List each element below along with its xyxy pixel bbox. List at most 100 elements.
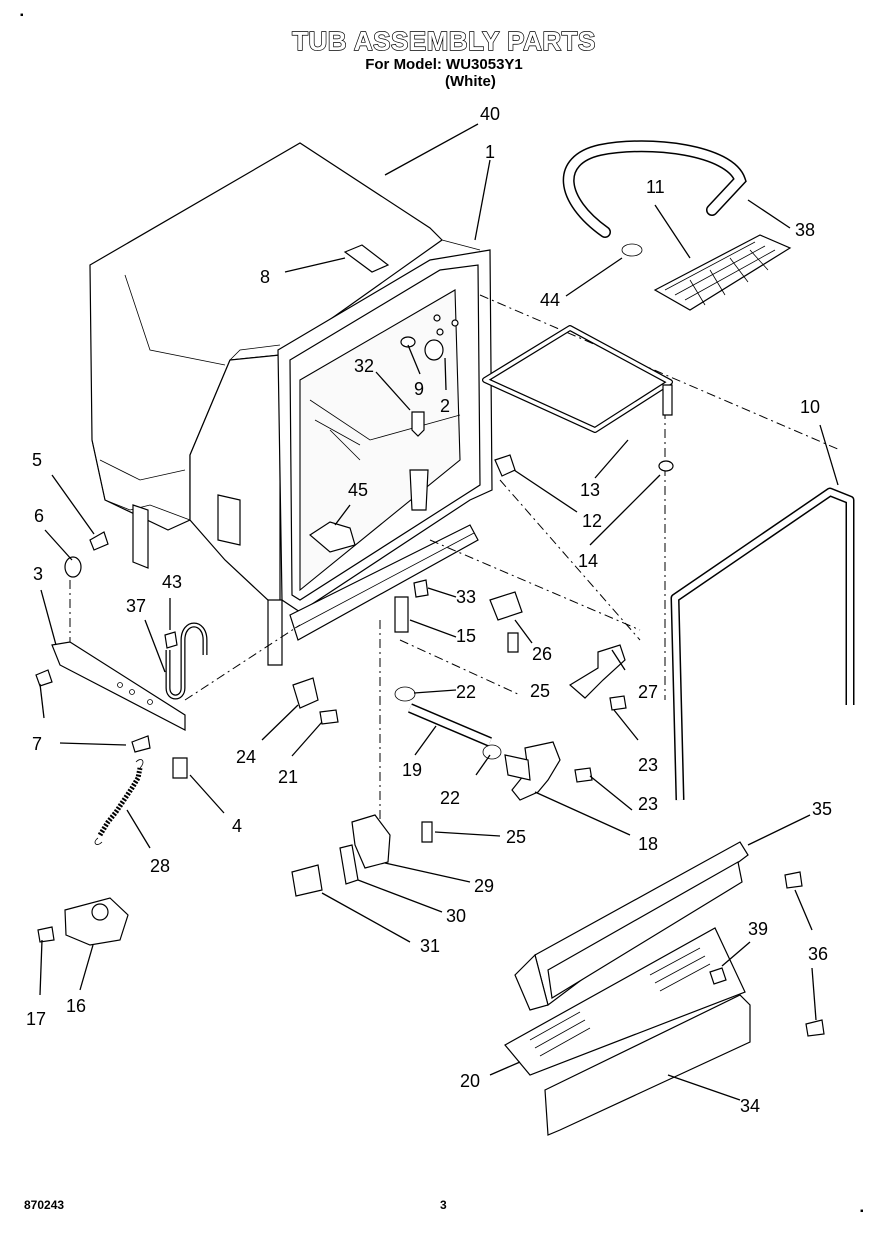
- part-4-leg: [172, 757, 188, 779]
- callout-9: 9: [414, 379, 424, 399]
- callout-4: 4: [232, 816, 242, 836]
- part-43-nut: [164, 631, 178, 649]
- page-title: TUB ASSEMBLY PARTS: [291, 25, 596, 56]
- callout-3: 3: [33, 564, 43, 584]
- part-11-filter: [653, 234, 792, 311]
- callout-17: 17: [26, 1009, 46, 1029]
- callout-14: 14: [578, 551, 598, 571]
- part-14-washer: [658, 460, 674, 472]
- callout-23-lower: 23: [638, 794, 658, 814]
- callout-33: 33: [456, 587, 476, 607]
- callout-43: 43: [162, 572, 182, 592]
- part-25-screw: [507, 632, 519, 653]
- callout-31: 31: [420, 936, 440, 956]
- part-8-clip: [343, 244, 390, 273]
- part-26-switch: [489, 591, 523, 621]
- part-33-cap: [413, 579, 429, 598]
- part-34-toe-panel: [544, 994, 751, 1136]
- part-5-screw: [89, 531, 109, 551]
- part-23-screw-lower: [574, 767, 593, 783]
- part-36-screw-lower: [805, 1019, 825, 1037]
- callout-23-upper: 23: [638, 755, 658, 775]
- page-number: 3: [440, 1198, 447, 1212]
- part-27-bracket: [568, 644, 626, 699]
- callout-25-lower: 25: [506, 827, 526, 847]
- part-7-screw: [131, 735, 151, 753]
- part-44-clamp: [621, 243, 643, 257]
- callout-18: 18: [638, 834, 658, 854]
- callout-44: 44: [540, 290, 560, 310]
- part-15-standoff: [394, 596, 409, 633]
- part-6-washer: [64, 556, 82, 578]
- callout-40: 40: [480, 104, 500, 124]
- document-number: 870243: [24, 1198, 65, 1212]
- callout-1: 1: [485, 142, 495, 162]
- callout-12: 12: [582, 511, 602, 531]
- part-12-clip: [494, 454, 516, 477]
- part-20-grille: [504, 927, 746, 1076]
- part-29-latch: [291, 814, 391, 897]
- part-16-inlet-valve: [37, 897, 129, 946]
- callout-20: 20: [460, 1071, 480, 1091]
- callout-13: 13: [580, 480, 600, 500]
- callout-16: 16: [66, 996, 86, 1016]
- callout-39: 39: [748, 919, 768, 939]
- callout-11: 11: [646, 177, 665, 197]
- callout-45: 45: [348, 480, 368, 500]
- callout-5: 5: [32, 450, 42, 470]
- front-rail: [267, 524, 479, 666]
- callout-35: 35: [812, 799, 832, 819]
- side-bracket-mid: [217, 494, 241, 546]
- assembly-lines: [69, 294, 841, 830]
- part-32-post: [409, 411, 429, 511]
- part-13-heater: [482, 325, 673, 433]
- part-24-switch: [292, 677, 319, 709]
- callout-38: 38: [795, 220, 815, 240]
- color-line: (White): [445, 73, 496, 90]
- callout-22-lower: 22: [440, 788, 460, 808]
- corner-mark-top-left: ▪: [20, 10, 24, 21]
- part-28-spring: [97, 767, 143, 837]
- part-38-hose-inner: [564, 141, 746, 237]
- callout-8: 8: [260, 267, 270, 287]
- callout-labels: 40 1 11 38 8 44 32 9 2 10 13 5 45 12 6 1…: [26, 104, 832, 1116]
- callout-36: 36: [808, 944, 828, 964]
- callout-28: 28: [150, 856, 170, 876]
- callout-30: 30: [446, 906, 466, 926]
- callout-6: 6: [34, 506, 44, 526]
- part-35-access-panel: [514, 841, 749, 1011]
- part-21-screw: [319, 709, 339, 725]
- callout-22-upper: 22: [456, 682, 476, 702]
- part-25-screw-lower: [421, 821, 433, 843]
- left-foot-screw: [35, 669, 53, 687]
- callout-24: 24: [236, 747, 256, 767]
- callout-27: 27: [638, 682, 658, 702]
- callout-21: 21: [278, 767, 298, 787]
- part-18-valve: [504, 741, 561, 801]
- part-9-2-hardware: [400, 314, 459, 361]
- part-23-screw-upper: [609, 695, 627, 711]
- part-22-clamp-upper: [394, 686, 416, 702]
- callout-32: 32: [354, 356, 374, 376]
- corner-mark-bottom-right: ▪: [860, 1206, 864, 1217]
- part-36-screw-upper: [784, 871, 803, 889]
- tub-body: [89, 142, 481, 603]
- callout-34: 34: [740, 1096, 760, 1116]
- callout-26: 26: [532, 644, 552, 664]
- callout-29: 29: [474, 876, 494, 896]
- part-22-clamp-lower: [482, 744, 502, 760]
- callout-7: 7: [32, 734, 42, 754]
- part-39-clip: [709, 967, 727, 985]
- callout-15: 15: [456, 626, 476, 646]
- callout-25-upper: 25: [530, 681, 550, 701]
- part-45-bracket: [308, 521, 356, 553]
- leader-arrows: [39, 123, 839, 1101]
- part-3-rail: [51, 641, 186, 731]
- callout-2: 2: [440, 396, 450, 416]
- callout-10: 10: [800, 397, 820, 417]
- model-line: For Model: WU3053Y1: [365, 56, 523, 73]
- side-bracket-left: [132, 504, 149, 569]
- callout-19: 19: [402, 760, 422, 780]
- callout-37: 37: [126, 596, 146, 616]
